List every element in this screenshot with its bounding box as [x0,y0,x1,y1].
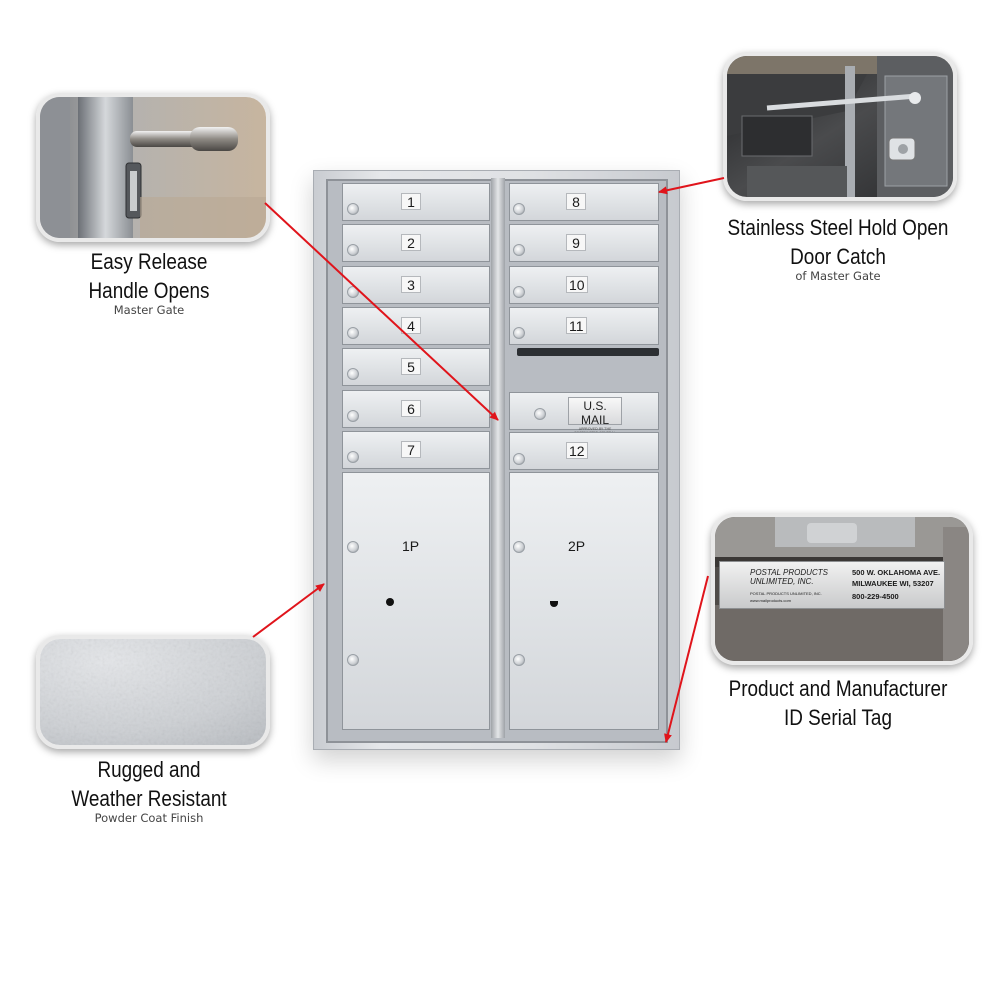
serial-tag-arrow [664,575,709,743]
tag-address-line2: MILWAUKEE WI, 53207 [852,579,934,588]
serial-tag-title-line2: ID Serial Tag [784,705,892,730]
parcel-locker-2p[interactable] [509,472,659,730]
serial-tag-callout-title: Product and Manufacturer ID Serial Tag [726,674,950,732]
door-5-number: 5 [401,358,421,376]
door-5-lock[interactable] [347,368,359,381]
tag-website: www.mailproducts.com [750,598,791,603]
door-9-lock[interactable] [513,244,525,257]
finish-arrow [252,583,325,638]
parcel-2p-keyhole [550,601,558,607]
door-4-number: 4 [401,316,421,334]
door-4-lock[interactable] [347,326,359,339]
handle-title-line2: Handle Opens [88,278,210,303]
finish-callout-title: Rugged and Weather Resistant [63,755,235,813]
door-12-lock[interactable] [513,453,525,465]
door-7-lock[interactable] [347,450,359,463]
handle-title-line1: Easy Release [90,249,208,274]
tag-address-line1: 500 W. OKLAHOMA AVE. [852,568,941,577]
door-10-lock[interactable] [513,285,525,298]
door-catch-arrow [658,177,725,195]
door-catch-callout-subtitle: of Master Gate [795,269,881,283]
outgoing-mail-lock[interactable] [534,408,546,420]
handle-arrow [264,202,499,421]
door-1-lock[interactable] [347,203,359,215]
serial-tag-photo: POSTAL PRODUCTS UNLIMITED, INC. 500 W. O… [711,513,973,665]
parcel-1p-lower-lock [347,654,359,666]
door-11-number: 11 [566,316,587,334]
parcel-locker-1p[interactable] [342,472,490,730]
door-8-lock[interactable] [513,203,525,215]
parcel-2p-number: 2P [568,538,586,554]
finish-title-line2: Weather Resistant [71,786,227,811]
parcel-1p-number: 1P [402,538,420,554]
door-11-lock[interactable] [513,326,525,339]
handle-photo [36,93,270,242]
door-7-number: 7 [401,440,421,458]
center-divider [491,178,505,738]
door-catch-photo [723,52,957,201]
door-9-number: 9 [566,234,586,252]
door-10-number: 10 [566,275,588,293]
door-12-number: 12 [566,442,588,459]
handle-illustration [40,97,266,238]
parcel-1p-keyhole [386,598,394,606]
door-6-number: 6 [401,399,421,417]
door-catch-illustration [727,56,953,197]
tag-phone: 800-229-4500 [852,592,899,601]
tag-company-small: POSTAL PRODUCTS UNLIMITED, INC. [750,591,822,596]
usmail-label: U.S. MAIL [580,399,609,427]
tag-company-line1: POSTAL PRODUCTS [750,568,828,577]
door-catch-callout-title: Stainless Steel Hold Open Door Catch [726,213,950,271]
finish-callout-subtitle: Powder Coat Finish [94,811,204,825]
finish-photo [36,635,270,749]
serial-tag-plate: POSTAL PRODUCTS UNLIMITED, INC. 500 W. O… [719,561,945,609]
finish-title-line1: Rugged and [97,757,201,782]
tag-company-line2: UNLIMITED, INC. [750,577,814,586]
serial-tag-title-line1: Product and Manufacturer [728,676,948,701]
parcel-2p-lower-lock [513,654,525,666]
door-catch-title-line2: Door Catch [790,244,886,269]
door-3-number: 3 [401,275,421,293]
door-2-number: 2 [401,234,421,252]
handle-callout-title: Easy Release Handle Opens [63,247,235,305]
outgoing-mail-slot [517,348,659,356]
door-2-lock[interactable] [347,244,359,257]
parcel-2p-lock[interactable] [513,541,525,553]
door-1-number: 1 [401,193,421,210]
finish-texture [40,639,266,745]
door-6-lock[interactable] [347,409,359,422]
door-catch-title-line1: Stainless Steel Hold Open [727,215,949,240]
door-8-number: 8 [566,193,586,210]
handle-callout-subtitle: Master Gate [113,303,185,317]
parcel-1p-lock[interactable] [347,541,359,553]
